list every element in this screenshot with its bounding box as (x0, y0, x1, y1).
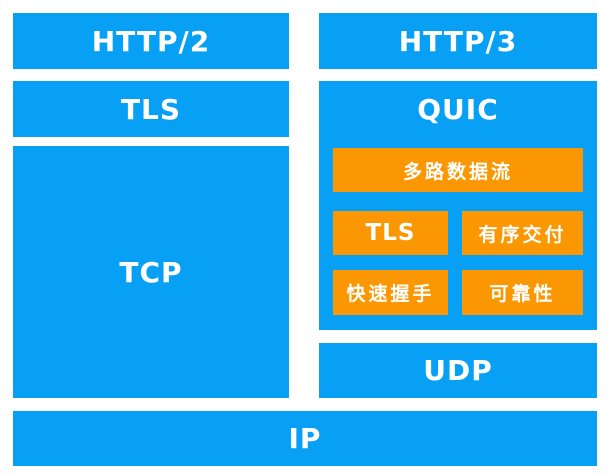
quic-feature-ordered-delivery: 有序交付 (462, 211, 583, 255)
tls-label: TLS (120, 92, 182, 126)
quic-title: QUIC (319, 81, 597, 137)
tcp-label: TCP (119, 255, 183, 289)
udp-label: UDP (423, 354, 493, 387)
http3-layer-block: HTTP/3 (319, 13, 597, 69)
quic-feature-fast-handshake: 快速握手 (333, 270, 448, 315)
quic-label: QUIC (417, 92, 499, 126)
udp-layer-block: UDP (319, 343, 597, 398)
tls-layer-block: TLS (13, 81, 289, 137)
ip-layer-block: IP (13, 411, 597, 466)
quic-feature-multiplex: 多路数据流 (333, 148, 583, 192)
http3-label: HTTP/3 (398, 24, 518, 58)
http2-label: HTTP/2 (91, 24, 211, 58)
quic-feature-reliability: 可靠性 (462, 270, 583, 315)
quic-feature-tls: TLS (333, 211, 448, 255)
quic-layer-block: QUIC 多路数据流 TLS 有序交付 快速握手 可靠性 (319, 81, 597, 330)
http2-layer-block: HTTP/2 (13, 13, 289, 69)
quic-feature-multiplex-label: 多路数据流 (402, 160, 513, 183)
ip-label: IP (288, 422, 322, 455)
quic-feature-fast-handshake-label: 快速握手 (346, 283, 435, 305)
quic-feature-reliability-label: 可靠性 (489, 283, 556, 305)
quic-feature-ordered-delivery-label: 有序交付 (478, 223, 567, 246)
quic-feature-tls-label: TLS (365, 220, 416, 246)
tcp-layer-block: TCP (13, 146, 289, 398)
